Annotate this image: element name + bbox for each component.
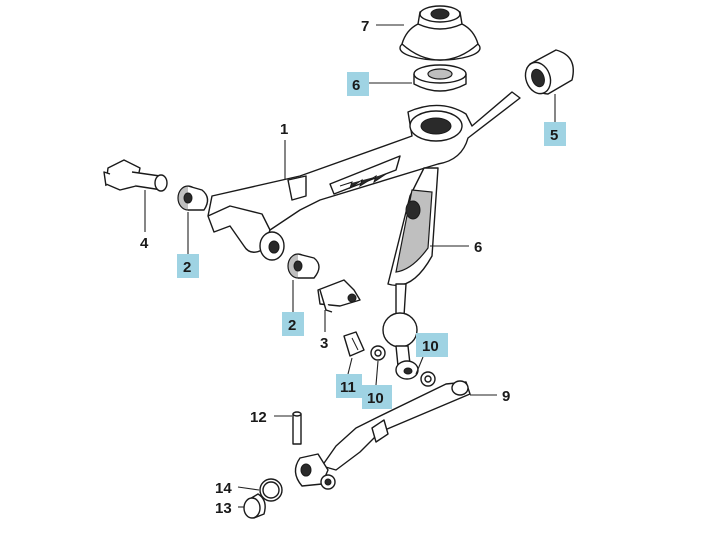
callout-1: 1 xyxy=(280,121,288,138)
callout-7: 6 xyxy=(347,72,369,96)
callout-10-left-text: 10 xyxy=(367,390,384,407)
part-2-bushing-upper xyxy=(177,185,209,211)
part-14-o-ring xyxy=(259,478,283,502)
part-11-clip xyxy=(343,331,365,357)
callout-7-highlight xyxy=(347,72,369,96)
callout-12-text: 12 xyxy=(250,409,267,426)
callout-9: 9 xyxy=(502,388,510,405)
callout-10-right: 10 xyxy=(416,333,448,357)
callout-5-highlight xyxy=(544,122,566,146)
callout-4: 4 xyxy=(140,235,149,252)
part-3-clip xyxy=(317,279,361,313)
callout-13-text: 13 xyxy=(215,500,232,517)
part-10-washer-right xyxy=(420,371,436,387)
callout-5: 5 xyxy=(544,122,566,146)
part-8-gaiter xyxy=(399,5,481,61)
callout-9-text: 9 xyxy=(502,388,510,405)
callout-2-upper-text: 2 xyxy=(183,259,191,276)
callout-2-upper-highlight xyxy=(177,254,199,278)
callout-10-left-highlight xyxy=(362,385,392,409)
callout-14-text: 14 xyxy=(215,480,232,497)
callout-13: 13 xyxy=(215,500,232,517)
callout-10-right-highlight xyxy=(416,333,448,357)
callout-11: 11 xyxy=(336,374,362,398)
callout-11-highlight xyxy=(336,374,362,398)
callout-4-text: 4 xyxy=(140,235,149,252)
part-12-pin xyxy=(292,411,302,445)
part-7-bearing-ring xyxy=(413,64,467,92)
callout-3: 3 xyxy=(320,335,328,352)
leader-lines xyxy=(144,24,556,508)
callout-11-text: 11 xyxy=(340,379,356,396)
part-13-sleeve xyxy=(243,493,266,519)
callout-8: 7 xyxy=(361,18,369,35)
part-6-gear-lever xyxy=(382,167,439,380)
callout-6-text: 6 xyxy=(474,239,482,256)
callout-10-right-text: 10 xyxy=(422,338,439,355)
callout-1-text: 1 xyxy=(280,121,288,138)
part-5-bushing xyxy=(524,49,574,95)
callout-12: 12 xyxy=(250,409,267,426)
callout-14: 14 xyxy=(215,480,232,497)
callout-10-left: 10 xyxy=(362,385,392,409)
callout-2-lower-text: 2 xyxy=(288,317,296,334)
callout-7-text: 6 xyxy=(352,77,360,94)
part-10-washer-left xyxy=(370,345,386,361)
callout-3-text: 3 xyxy=(320,335,328,352)
callout-2-upper: 2 xyxy=(177,254,199,278)
callout-6: 6 xyxy=(474,239,482,256)
part-4-pin-clip xyxy=(103,159,168,192)
callout-2-lower: 2 xyxy=(282,312,304,336)
part-2-bushing-lower xyxy=(287,253,320,279)
callout-8-text: 7 xyxy=(361,18,369,35)
callout-2-lower-highlight xyxy=(282,312,304,336)
callout-5-text: 5 xyxy=(550,127,558,144)
part-1-shift-carrier xyxy=(207,91,521,261)
part-9-selector-rod xyxy=(294,380,471,490)
